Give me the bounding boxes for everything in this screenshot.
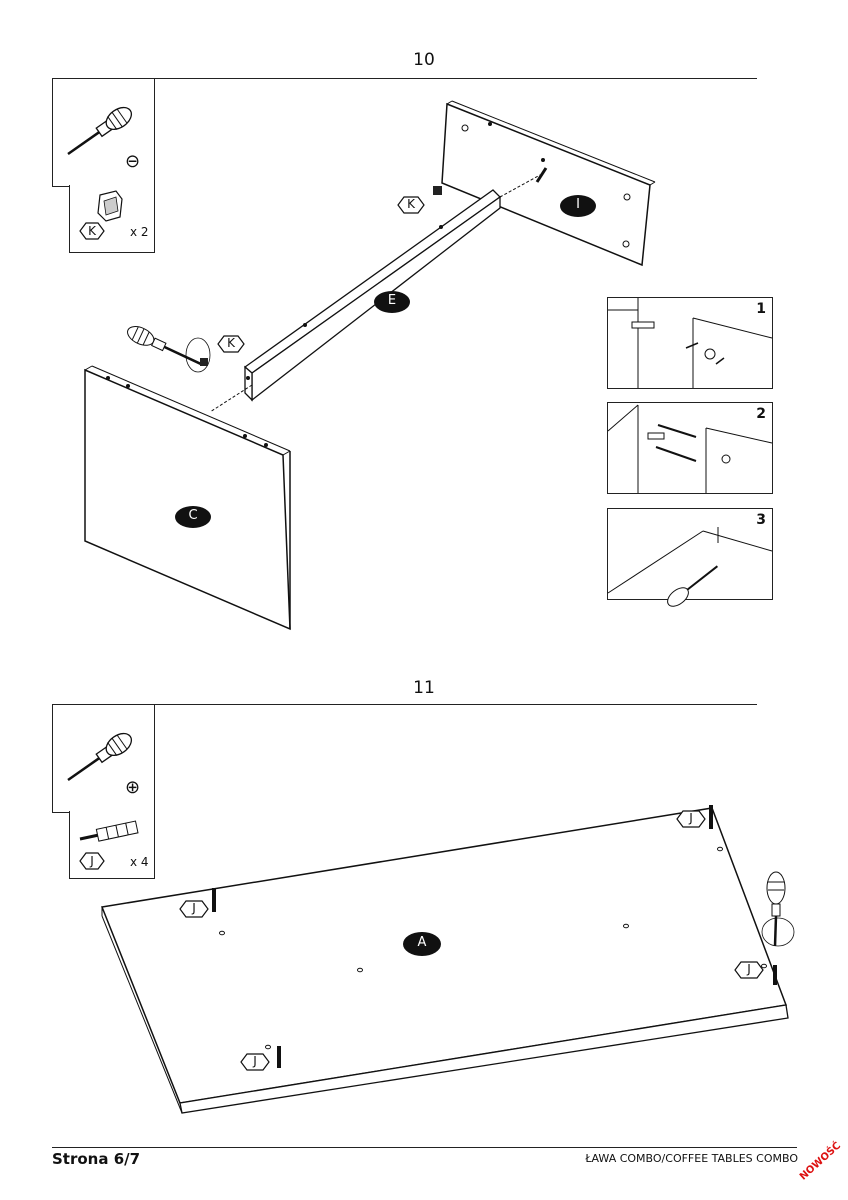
step-11-tool-box: ⊕ xyxy=(52,704,155,813)
callout-k-hexagon xyxy=(217,335,245,353)
screwdriver-drawing xyxy=(761,871,795,947)
step-10-tool-box: ⊖ xyxy=(52,78,155,187)
step-10-part-qty: x 2 xyxy=(130,225,149,239)
tag-hexagon xyxy=(79,852,105,870)
inset-3-number: 3 xyxy=(756,512,766,528)
cam-fitting xyxy=(433,186,442,195)
detail-inset-2: 2 xyxy=(607,402,773,494)
inset-3-drawing xyxy=(607,527,773,607)
phillips-screwdriver-icon xyxy=(67,732,133,782)
flat-screwdriver-icon xyxy=(67,106,133,156)
panel-c xyxy=(84,365,291,631)
detail-inset-1: 1 xyxy=(607,297,773,389)
callout-j-left: J xyxy=(192,901,196,915)
panel-a-label: A xyxy=(417,935,427,950)
tag-hexagon xyxy=(79,222,105,240)
cam-bolt xyxy=(535,167,548,183)
inset-2-number: 2 xyxy=(756,406,766,422)
inset-2-drawing xyxy=(607,404,773,493)
callout-j-bottom: J xyxy=(253,1054,257,1068)
product-name: ŁAWA COMBO/COFFEE TABLES COMBO xyxy=(585,1152,798,1165)
dowel xyxy=(277,1046,281,1068)
step-10-number: 10 xyxy=(413,50,435,70)
step-11-part-qty: x 4 xyxy=(130,855,149,869)
panel-a xyxy=(100,807,789,1114)
step-10-part-tag: K xyxy=(88,224,96,238)
callout-j-top-right: J xyxy=(689,811,693,825)
flat-slot-icon: ⊖ xyxy=(125,151,141,172)
step-11-part-tag: J xyxy=(90,854,94,868)
dowel xyxy=(709,805,713,829)
callout-k-left: K xyxy=(227,336,235,350)
callout-k-top: K xyxy=(407,197,415,211)
page-number: Strona 6/7 xyxy=(52,1150,141,1168)
step-11-rule xyxy=(52,704,757,705)
dowel xyxy=(212,888,216,912)
inset-1-drawing xyxy=(608,298,773,388)
cam-dowel-icon xyxy=(79,820,139,870)
callout-k-hexagon xyxy=(397,196,425,214)
callout-j-right: J xyxy=(747,962,751,976)
panel-i-label: I xyxy=(576,197,580,212)
footer-rule xyxy=(52,1147,797,1148)
inset-1-number: 1 xyxy=(756,301,766,317)
step-10-rule xyxy=(52,78,757,79)
screwdriver-drawing xyxy=(127,326,202,365)
panel-c-label: C xyxy=(188,508,198,523)
cam-lock-icon xyxy=(79,190,123,240)
step-11-number: 11 xyxy=(413,678,435,698)
phillips-cross-icon: ⊕ xyxy=(125,777,141,798)
dowel xyxy=(773,965,777,985)
step-10-part-box: K x 2 xyxy=(69,185,155,253)
panel-i xyxy=(441,100,656,267)
step-11-part-box: J x 4 xyxy=(69,811,155,879)
panel-e-label: E xyxy=(387,293,397,308)
detail-inset-3: 3 xyxy=(607,508,773,607)
panel-e xyxy=(209,174,541,413)
